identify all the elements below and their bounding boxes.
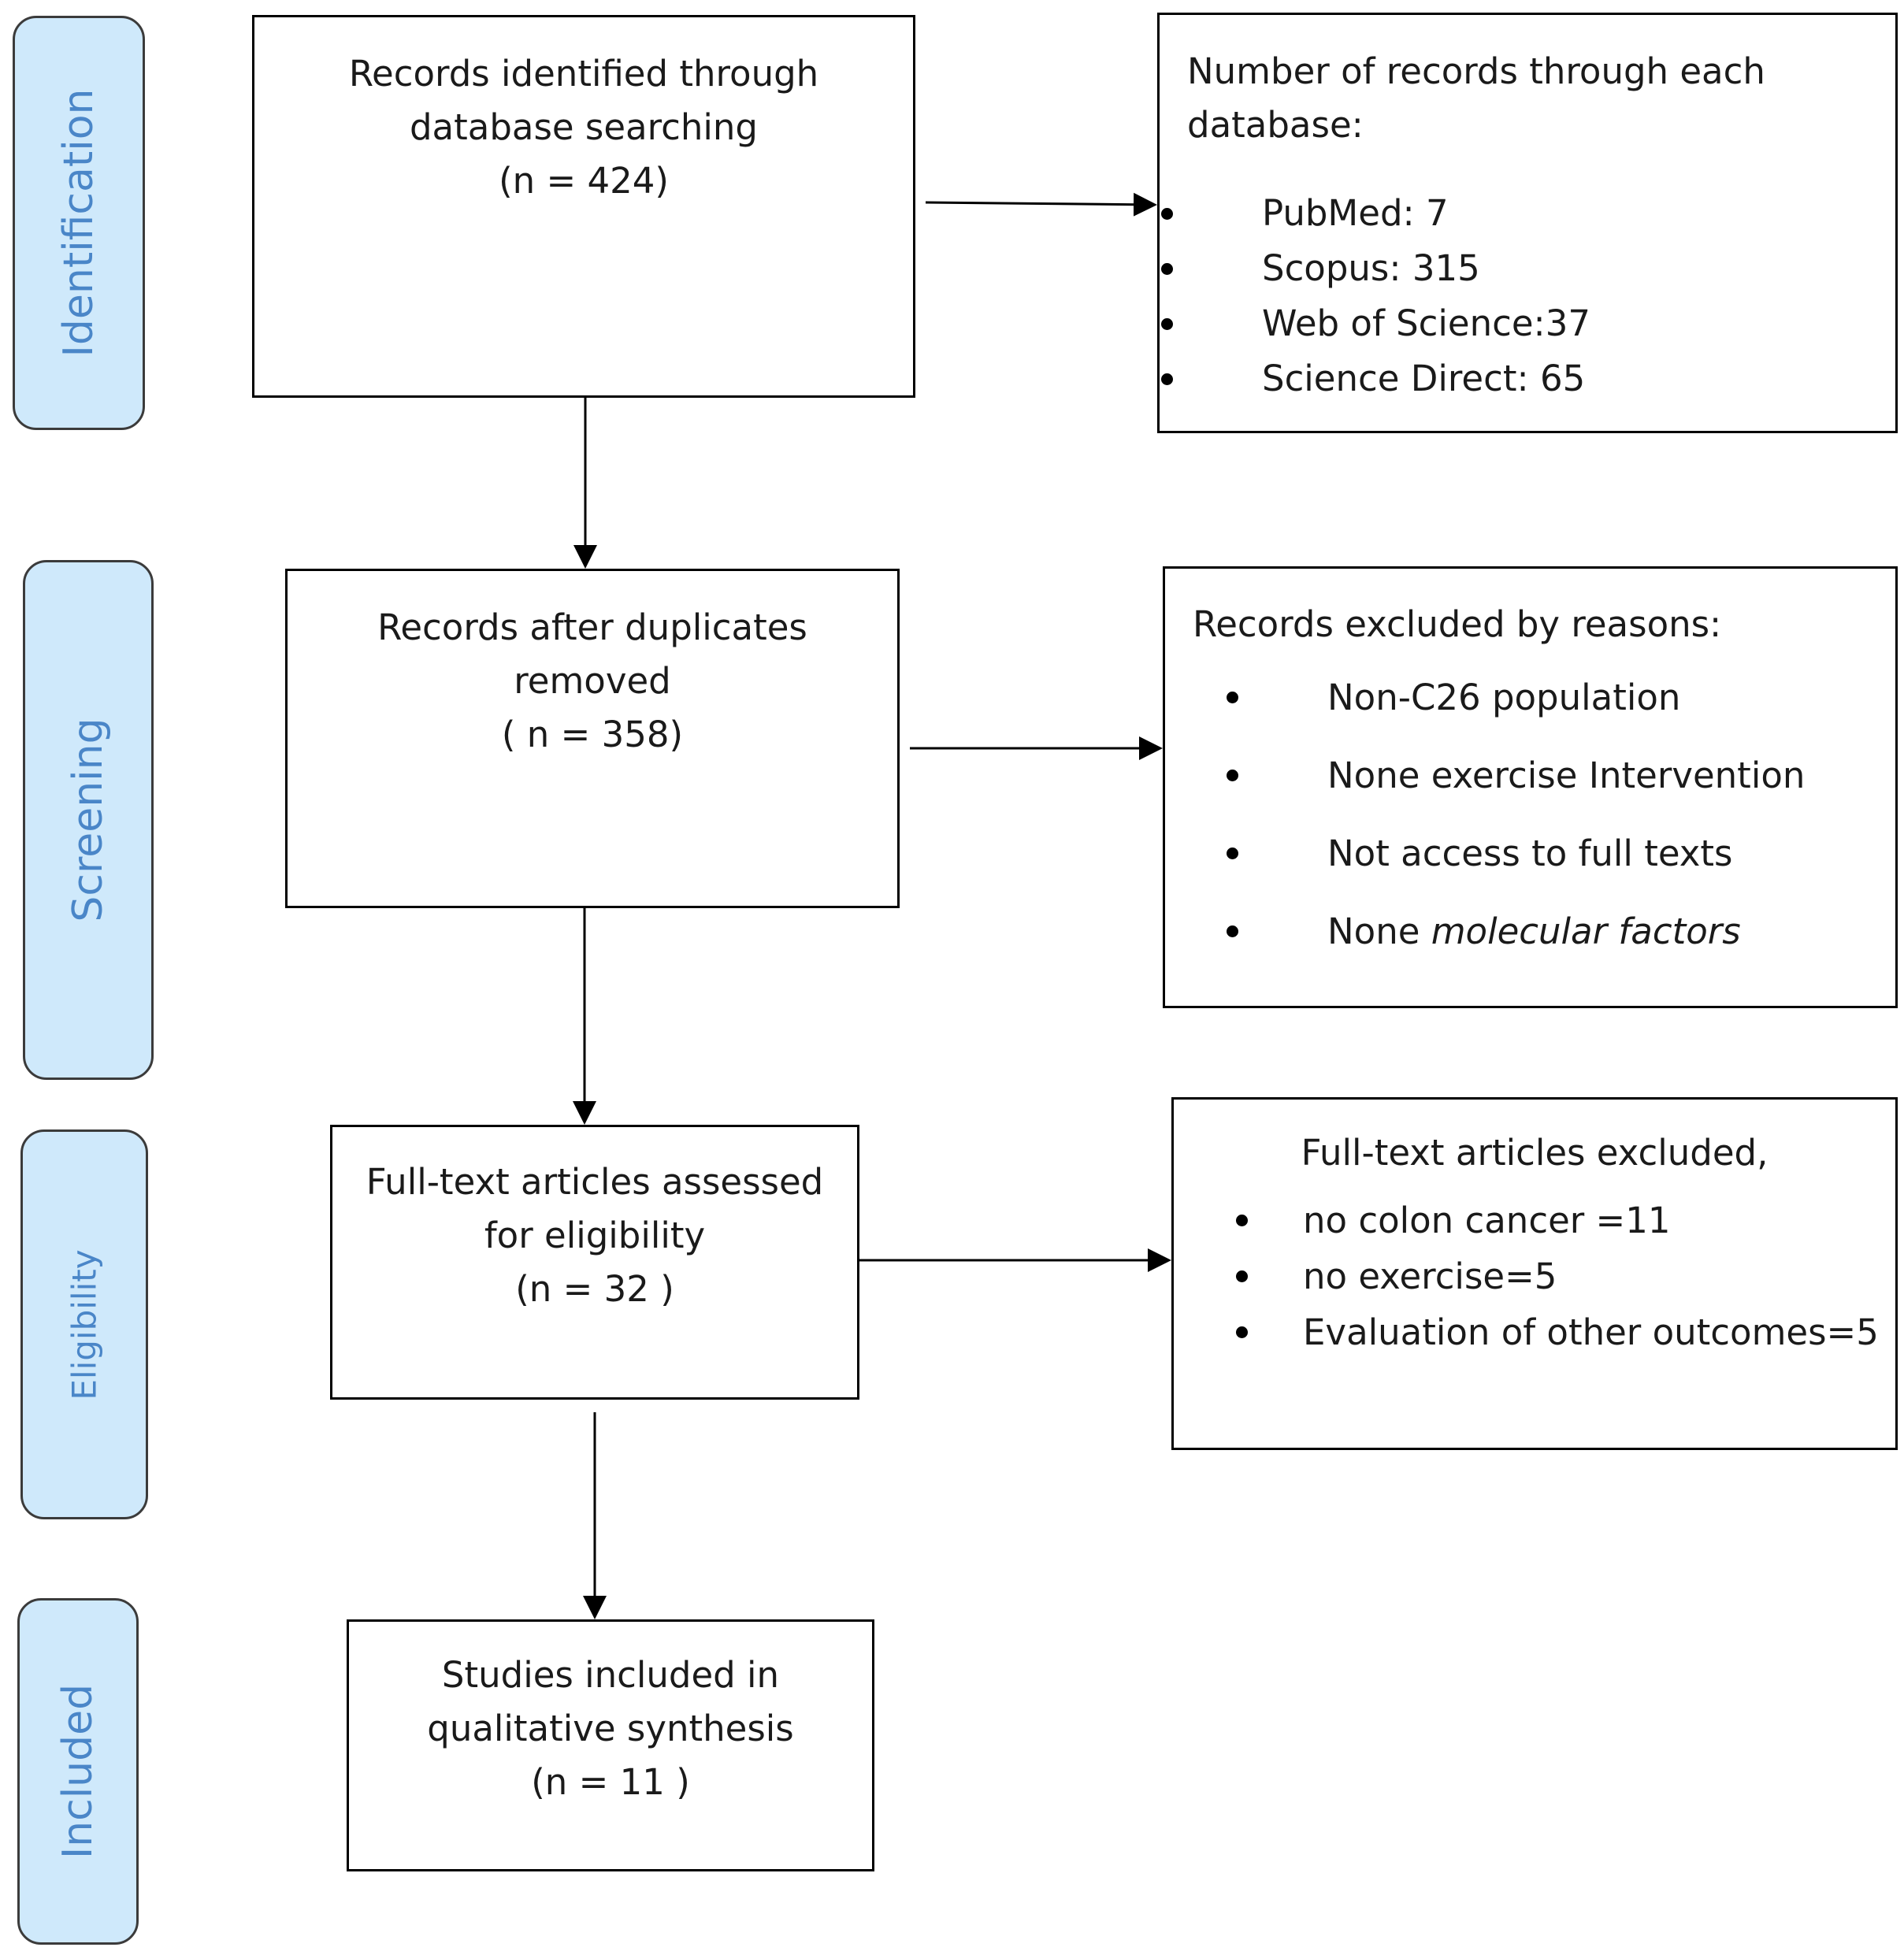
- database-item-label: Science Direct: 65: [1262, 358, 1586, 399]
- records-excluded-item-emphasis: molecular factors: [1431, 911, 1741, 952]
- fulltext-excluded-item: no colon cancer =11: [1303, 1200, 1671, 1241]
- bullet-icon: [1161, 318, 1173, 330]
- records-excluded-item: None exercise Intervention: [1327, 755, 1806, 796]
- database-records-title: Number of records through each database:: [1187, 45, 1765, 152]
- records-identified-box: Records identified through database sear…: [252, 15, 915, 398]
- list-item: PubMed: 7: [1161, 186, 1590, 241]
- list-item: Science Direct: 65: [1161, 351, 1590, 406]
- database-item-label: Web of Science:37: [1262, 302, 1590, 344]
- fulltext-excluded-title: Full-text articles excluded,: [1301, 1132, 1769, 1174]
- fulltext-excluded-item: no exercise=5: [1303, 1256, 1557, 1297]
- list-item: no colon cancer =11: [1236, 1192, 1879, 1248]
- records-excluded-item: Not access to full texts: [1327, 833, 1733, 874]
- bullet-icon: [1227, 770, 1238, 781]
- studies-included-count: (n = 11 ): [531, 1761, 690, 1803]
- database-item-label: Scopus: 315: [1262, 247, 1480, 289]
- records-deduplicated-line2: removed: [514, 660, 671, 702]
- bullet-icon: [1236, 1215, 1248, 1226]
- bullet-icon: [1161, 208, 1173, 220]
- records-identified-line2: database searching: [409, 106, 758, 148]
- eligibility-assessed-count: (n = 32 ): [515, 1268, 674, 1310]
- bullet-icon: [1236, 1326, 1248, 1338]
- list-item: Not access to full texts: [1227, 814, 1805, 892]
- bullet-icon: [1161, 373, 1173, 385]
- records-deduplicated-text: Records after duplicates removed ( n = 3…: [288, 601, 897, 762]
- list-item: Non-C26 population: [1227, 658, 1805, 736]
- list-item: Evaluation of other outcomes=5: [1236, 1304, 1879, 1360]
- bullet-icon: [1236, 1270, 1248, 1282]
- fulltext-excluded-list: no colon cancer =11 no exercise=5 Evalua…: [1236, 1192, 1879, 1360]
- phase-tab-eligibility: Eligibility: [20, 1129, 148, 1519]
- bullet-icon: [1227, 692, 1238, 703]
- eligibility-assessed-line2: for eligibility: [484, 1215, 706, 1256]
- studies-included-text: Studies included in qualitative synthesi…: [349, 1649, 872, 1809]
- records-identified-line1: Records identified through: [348, 53, 819, 95]
- studies-included-box: Studies included in qualitative synthesi…: [347, 1619, 874, 1871]
- bullet-icon: [1161, 263, 1173, 275]
- records-excluded-box: Records excluded by reasons: Non-C26 pop…: [1163, 566, 1898, 1008]
- records-identified-text: Records identified through database sear…: [254, 47, 913, 208]
- bullet-icon: [1227, 848, 1238, 859]
- studies-included-line2: qualitative synthesis: [427, 1708, 794, 1749]
- database-records-box: Number of records through each database:…: [1157, 13, 1898, 433]
- records-deduplicated-line1: Records after duplicates: [377, 606, 807, 648]
- eligibility-assessed-line1: Full-text articles assessed: [366, 1161, 824, 1203]
- phase-tab-included: Included: [17, 1598, 139, 1945]
- phase-tab-screening: Screening: [23, 560, 154, 1080]
- fulltext-excluded-box: Full-text articles excluded, no colon ca…: [1171, 1097, 1898, 1450]
- fulltext-excluded-item: Evaluation of other outcomes=5: [1303, 1311, 1879, 1353]
- bullet-icon: [1227, 925, 1238, 937]
- database-records-title-line1: Number of records through each: [1187, 50, 1765, 92]
- records-deduplicated-box: Records after duplicates removed ( n = 3…: [285, 569, 900, 908]
- records-excluded-list: Non-C26 population None exercise Interve…: [1227, 658, 1806, 970]
- records-identified-count: (n = 424): [499, 160, 669, 202]
- list-item: None molecular factors: [1227, 892, 1805, 970]
- records-excluded-title: Records excluded by reasons:: [1193, 603, 1722, 645]
- records-deduplicated-count: ( n = 358): [501, 714, 684, 755]
- eligibility-assessed-box: Full-text articles assessed for eligibil…: [330, 1125, 859, 1400]
- list-item: None exercise Intervention: [1227, 736, 1806, 814]
- phase-tab-identification: Identification: [13, 16, 145, 430]
- arrow-identified-to-databases: [925, 192, 1157, 217]
- records-excluded-item: Non-C26 population: [1327, 677, 1681, 718]
- list-item: Scopus: 315: [1161, 241, 1590, 296]
- records-excluded-item-prefix: None: [1327, 911, 1431, 952]
- studies-included-line1: Studies included in: [441, 1654, 780, 1696]
- database-records-title-line2: database:: [1187, 104, 1364, 146]
- list-item: Web of Science:37: [1161, 296, 1590, 351]
- list-item: no exercise=5: [1236, 1248, 1879, 1304]
- database-item-label: PubMed: 7: [1262, 192, 1449, 234]
- eligibility-assessed-text: Full-text articles assessed for eligibil…: [332, 1155, 857, 1316]
- database-list: PubMed: 7 Scopus: 315 Web of Science:37 …: [1161, 186, 1590, 406]
